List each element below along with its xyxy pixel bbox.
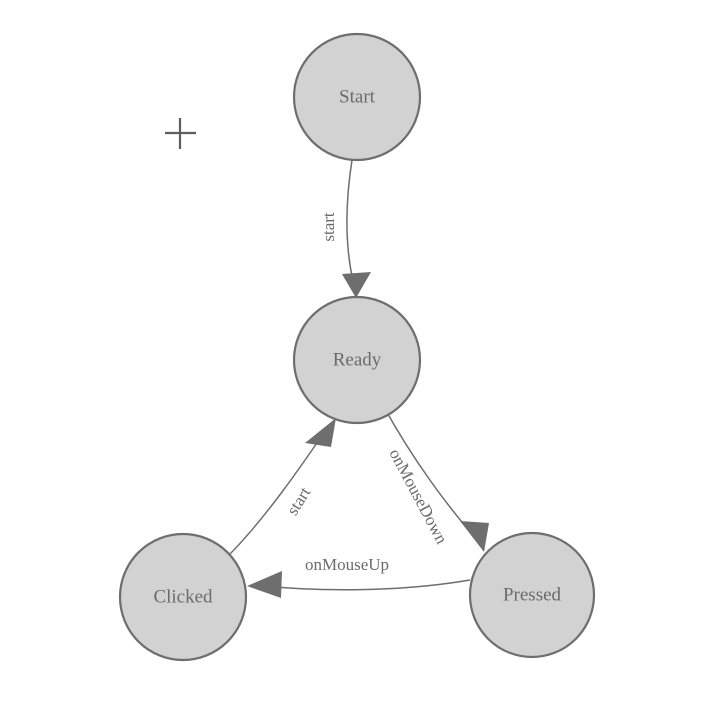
edge-label-pressed-to-clicked: onMouseUp xyxy=(305,555,389,574)
state-node-pressed[interactable]: Pressed xyxy=(468,531,596,659)
crosshair-icon xyxy=(165,118,196,149)
state-node-start-label: Start xyxy=(339,86,376,107)
state-node-clicked[interactable]: Clicked xyxy=(118,532,248,662)
state-node-ready-label: Ready xyxy=(333,349,382,370)
state-node-clicked-label: Clicked xyxy=(153,586,213,607)
edge-pressed-to-clicked: onMouseUp xyxy=(247,555,471,598)
arrowhead-pressed-from-ready xyxy=(460,521,489,552)
edge-label-clicked-to-ready: start xyxy=(283,483,315,518)
edge-ready-to-pressed: onMouseDown xyxy=(383,406,489,552)
edge-path-start-to-ready xyxy=(346,159,354,282)
arrowhead-ready-from-clicked xyxy=(305,418,336,447)
state-node-ready-circle[interactable] xyxy=(292,295,422,425)
edge-label-start-to-ready: start xyxy=(319,212,338,242)
state-node-clicked-circle[interactable] xyxy=(118,532,248,662)
state-node-start[interactable]: Start xyxy=(292,32,422,162)
arrowhead-clicked-from-pressed xyxy=(247,571,282,598)
state-node-pressed-circle[interactable] xyxy=(468,531,596,659)
arrowhead-ready-from-start xyxy=(342,272,371,298)
edge-clicked-to-ready: start xyxy=(227,418,336,557)
state-node-start-circle[interactable] xyxy=(292,32,422,162)
edge-start-to-ready: start xyxy=(319,159,371,298)
edge-path-pressed-to-clicked xyxy=(252,579,471,591)
state-node-ready[interactable]: Ready xyxy=(292,295,422,425)
state-node-pressed-label: Pressed xyxy=(503,584,562,605)
